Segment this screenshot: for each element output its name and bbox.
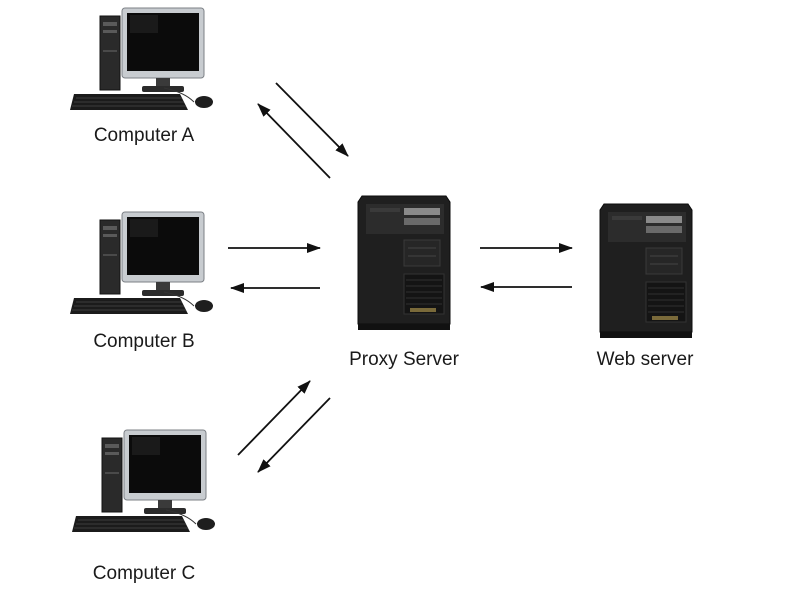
arrow-c-to-proxy bbox=[237, 380, 311, 456]
arrow-proxy-to-c bbox=[257, 397, 331, 473]
web-server-label: Web server bbox=[596, 349, 694, 370]
computer-c-label: Computer C bbox=[92, 563, 196, 584]
computer-b-icon bbox=[69, 211, 214, 315]
computer-b-label: Computer B bbox=[93, 331, 195, 352]
arrow-proxy-to-a bbox=[257, 103, 331, 179]
computer-c-icon bbox=[71, 429, 216, 533]
proxy-server-icon bbox=[357, 195, 451, 331]
computer-a-label: Computer A bbox=[93, 125, 195, 146]
arrow-a-to-proxy bbox=[275, 82, 349, 157]
proxy-server-label: Proxy Server bbox=[349, 349, 459, 370]
web-server-icon bbox=[599, 203, 693, 339]
computer-a-icon bbox=[69, 7, 214, 111]
